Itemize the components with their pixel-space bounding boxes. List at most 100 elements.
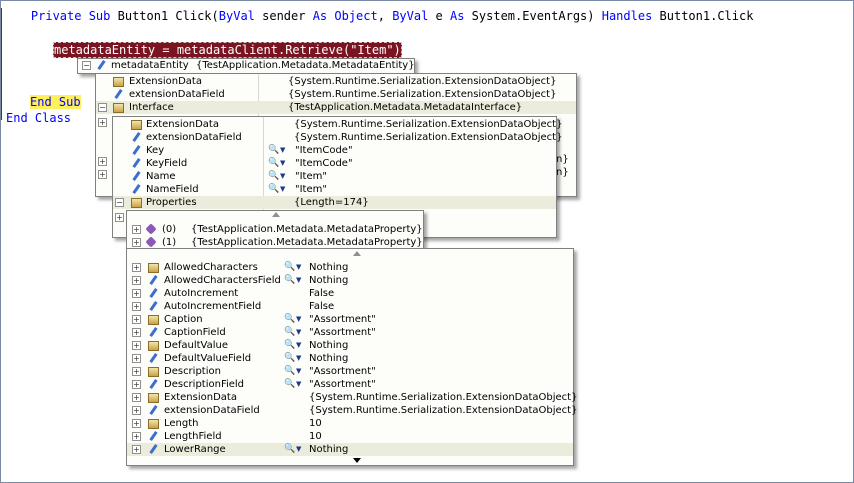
visualizer-dropdown-icon[interactable]: ▼ (280, 146, 286, 154)
visualizer-dropdown-icon[interactable]: ▼ (296, 380, 302, 388)
expand-icon[interactable]: + (132, 341, 141, 350)
collapse-icon[interactable]: − (98, 103, 107, 112)
code-line-end-class[interactable]: End Class (6, 111, 71, 125)
expand-icon[interactable]: + (132, 315, 141, 324)
datatip-row[interactable]: +(0){TestApplication.Metadata.MetadataPr… (127, 223, 423, 236)
datatip-row[interactable]: ExtensionData {System.Runtime.Serializat… (96, 75, 576, 88)
expand-icon[interactable]: + (132, 380, 141, 389)
keyword-as: As (450, 9, 465, 23)
visualizer-dropdown-icon[interactable]: ▼ (280, 172, 286, 180)
datatip-row[interactable]: Name🔍▼"Item" (113, 170, 556, 183)
code-text: Button1.Click (652, 9, 754, 23)
expand-icon[interactable]: + (132, 225, 141, 234)
datatip-row[interactable]: +(1){TestApplication.Metadata.MetadataPr… (127, 236, 423, 249)
datatip-row[interactable]: Key🔍▼"ItemCode" (113, 144, 556, 157)
magnifier-icon[interactable]: 🔍 (284, 340, 296, 350)
magnifier-icon[interactable]: 🔍 (284, 327, 296, 337)
code-line-end-sub[interactable]: End Sub (30, 95, 81, 109)
datatip-name: AutoIncrementField (164, 301, 262, 312)
datatip-value: Nothing (309, 262, 349, 273)
collapse-icon[interactable]: − (82, 61, 91, 70)
datatip-row[interactable]: −Properties{Length=174} (113, 196, 556, 209)
magnifier-icon[interactable]: 🔍 (284, 353, 296, 363)
expand-icon[interactable]: + (98, 157, 107, 166)
magnifier-icon[interactable]: 🔍 (284, 379, 296, 389)
magnifier-icon[interactable]: 🔍 (268, 145, 280, 155)
magnifier-icon[interactable]: 🔍 (284, 275, 296, 285)
scroll-down-icon[interactable] (353, 458, 361, 463)
scroll-up-icon[interactable] (272, 212, 280, 217)
datatip-name: ExtensionData (146, 119, 219, 130)
datatip-row[interactable]: +ExtensionData{System.Runtime.Serializat… (127, 391, 577, 404)
expand-icon[interactable]: + (98, 118, 107, 127)
datatip-row[interactable]: +AllowedCharactersField🔍▼Nothing (127, 274, 573, 287)
expand-icon[interactable]: + (132, 328, 141, 337)
datatip-row[interactable]: +Caption🔍▼"Assortment" (127, 313, 573, 326)
expand-icon[interactable]: + (132, 263, 141, 272)
datatip-row[interactable]: NameField🔍▼"Item" (113, 183, 556, 196)
property-icon (148, 393, 159, 403)
expand-icon[interactable]: + (132, 445, 141, 454)
current-statement[interactable]: metadataEntity = metadataClient.Retrieve… (53, 42, 402, 58)
datatip-property-members[interactable]: +AllowedCharacters🔍▼Nothing+AllowedChara… (126, 248, 577, 466)
code-line-1[interactable]: Private Sub Button1 Click(ByVal sender A… (2, 9, 754, 23)
scroll-up-icon[interactable] (353, 251, 361, 256)
expand-icon[interactable]: + (132, 367, 141, 376)
datatip-value: False (309, 288, 335, 299)
datatip-row[interactable]: +Description🔍▼"Assortment" (127, 365, 573, 378)
datatip-row[interactable]: +CaptionField🔍▼"Assortment" (127, 326, 573, 339)
visualizer-dropdown-icon[interactable]: ▼ (296, 276, 302, 284)
datatip-name: LengthField (164, 431, 222, 442)
expand-icon[interactable]: + (132, 354, 141, 363)
expand-icon[interactable]: + (98, 170, 107, 179)
visualizer-dropdown-icon[interactable]: ▼ (296, 354, 302, 362)
visualizer-dropdown-icon[interactable]: ▼ (280, 185, 286, 193)
datatip-row[interactable]: +AllowedCharacters🔍▼Nothing (127, 261, 573, 274)
magnifier-icon[interactable]: 🔍 (284, 314, 296, 324)
datatip-row[interactable]: KeyField🔍▼"ItemCode" (113, 157, 556, 170)
datatip-row[interactable]: +DefaultValueField🔍▼Nothing (127, 352, 573, 365)
expand-icon[interactable]: + (132, 238, 141, 247)
collapse-icon[interactable]: − (115, 198, 124, 207)
datatip-row[interactable]: − Interface {TestApplication.Metadata.Me… (96, 101, 576, 114)
visualizer-dropdown-icon[interactable]: ▼ (296, 445, 302, 453)
expand-icon[interactable]: + (132, 432, 141, 441)
expand-icon[interactable]: + (115, 213, 124, 222)
visualizer-dropdown-icon[interactable]: ▼ (296, 328, 302, 336)
datatip-row[interactable]: extensionDataField{System.Runtime.Serial… (113, 131, 562, 144)
expand-icon[interactable]: + (132, 419, 141, 428)
visualizer-dropdown-icon[interactable]: ▼ (296, 341, 302, 349)
datatip-row[interactable]: extensionDataField {System.Runtime.Seria… (96, 88, 576, 101)
datatip-metadataEntity[interactable]: − metadataEntity {TestApplication.Metada… (77, 58, 415, 74)
magnifier-icon[interactable]: 🔍 (268, 158, 280, 168)
datatip-row[interactable]: ExtensionData{System.Runtime.Serializati… (113, 118, 562, 131)
datatip-row[interactable]: +DefaultValue🔍▼Nothing (127, 339, 573, 352)
magnifier-icon[interactable]: 🔍 (268, 171, 280, 181)
datatip-name: extensionDataField (146, 132, 242, 143)
visualizer-dropdown-icon[interactable]: ▼ (280, 159, 286, 167)
expand-icon[interactable]: + (132, 276, 141, 285)
expand-icon[interactable]: + (132, 302, 141, 311)
datatip-row[interactable]: +DescriptionField🔍▼"Assortment" (127, 378, 573, 391)
expand-icon[interactable]: + (132, 289, 141, 298)
expand-icon[interactable]: + (132, 406, 141, 415)
visualizer-dropdown-icon[interactable]: ▼ (296, 315, 302, 323)
datatip-row[interactable]: − metadataEntity {TestApplication.Metada… (78, 59, 415, 72)
visualizer-dropdown-icon[interactable]: ▼ (296, 263, 302, 271)
datatip-properties-array[interactable]: +(0){TestApplication.Metadata.MetadataPr… (126, 210, 424, 252)
magnifier-icon[interactable]: 🔍 (284, 444, 296, 454)
datatip-name: Properties (146, 197, 197, 208)
expand-icon[interactable]: + (132, 393, 141, 402)
magnifier-icon[interactable]: 🔍 (268, 184, 280, 194)
magnifier-icon[interactable]: 🔍 (284, 262, 296, 272)
datatip-value: Nothing (309, 353, 349, 364)
magnifier-icon[interactable]: 🔍 (284, 366, 296, 376)
datatip-row[interactable]: +extensionDataField{System.Runtime.Seria… (127, 404, 577, 417)
datatip-row[interactable]: +LowerRange🔍▼Nothing (127, 443, 573, 456)
visualizer-dropdown-icon[interactable]: ▼ (296, 367, 302, 375)
field-icon (131, 145, 141, 155)
